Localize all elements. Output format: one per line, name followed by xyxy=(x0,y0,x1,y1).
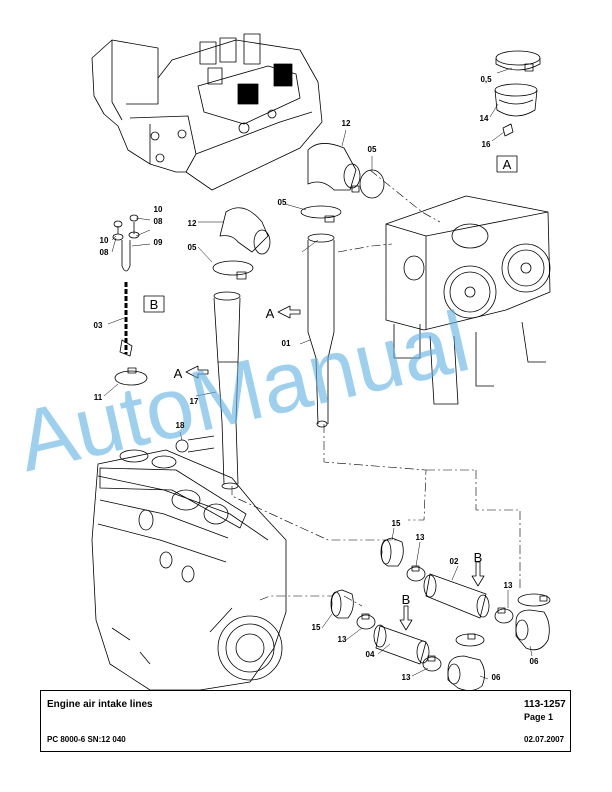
drawing-number: 113-1257 xyxy=(524,699,566,710)
callout-18: 18 xyxy=(176,421,185,430)
connecting-tubes xyxy=(330,537,551,690)
callout-13: 13 xyxy=(402,673,411,682)
callout-13: 13 xyxy=(338,635,347,644)
view-b-arrow-label: B xyxy=(402,592,411,607)
view-b-label: B xyxy=(150,297,159,312)
detail-b-box xyxy=(143,295,165,313)
page-number: Page 1 xyxy=(524,712,554,722)
drawing-date: 02.07.2007 xyxy=(524,735,565,744)
callout-10: 10 xyxy=(154,205,163,214)
machine-model: PC 8000-6 SN:12 040 xyxy=(47,735,126,744)
callout-16: 16 xyxy=(482,140,491,149)
callout-01: 01 xyxy=(282,339,291,348)
callout-08: 08 xyxy=(154,217,163,226)
callout-12: 12 xyxy=(342,119,351,128)
engine-block xyxy=(91,449,287,690)
callout-05: 05 xyxy=(278,198,287,207)
callout-03: 03 xyxy=(94,321,103,330)
callout-10: 10 xyxy=(100,236,109,245)
watermark-text: AutoManual xyxy=(9,293,478,490)
callout-17: 17 xyxy=(190,397,199,406)
callout-08: 08 xyxy=(100,248,109,257)
view-letters: A B A A B B xyxy=(150,157,512,607)
detail-a-parts xyxy=(494,50,541,137)
callout-06: 06 xyxy=(492,673,501,682)
callout-09: 09 xyxy=(154,238,163,247)
detail-a-box xyxy=(496,155,518,173)
callout-numbers: 12 05 0,5 14 16 10 08 10 08 09 12 05 05 … xyxy=(94,75,539,682)
callout-11: 11 xyxy=(94,393,103,402)
callout-15: 15 xyxy=(312,623,321,632)
callout-05: 05 xyxy=(368,145,377,154)
callout-13: 13 xyxy=(416,533,425,542)
hanger-chain-assembly xyxy=(112,214,148,386)
left-intake-pipe xyxy=(175,207,271,490)
callout-04: 04 xyxy=(366,650,375,659)
view-a-label: A xyxy=(503,157,512,172)
callout-15: 15 xyxy=(392,519,401,528)
view-arrows xyxy=(185,305,485,631)
leader-lines xyxy=(103,67,533,680)
drawing-title: Engine air intake lines xyxy=(47,699,153,710)
view-a-arrow-label: A xyxy=(266,306,275,321)
assembly-lines xyxy=(231,169,521,607)
engine-top-assembly xyxy=(91,33,323,191)
view-a-arrow-label: A xyxy=(174,366,183,381)
callout-12: 12 xyxy=(188,219,197,228)
exploded-parts-diagram: AutoManual 12 05 0,5 14 16 10 08 10 08 0… xyxy=(9,33,551,690)
callout-0-5: 0,5 xyxy=(480,75,492,84)
view-b-arrow-label: B xyxy=(474,550,483,565)
right-intake-pipe xyxy=(300,143,385,428)
callout-02: 02 xyxy=(450,557,459,566)
title-block: Engine air intake lines 113-1257 Page 1 … xyxy=(40,690,571,752)
callout-05: 05 xyxy=(188,243,197,252)
callout-14: 14 xyxy=(480,114,489,123)
callout-13: 13 xyxy=(504,581,513,590)
callout-06: 06 xyxy=(530,657,539,666)
air-cleaner-housing xyxy=(385,195,551,405)
